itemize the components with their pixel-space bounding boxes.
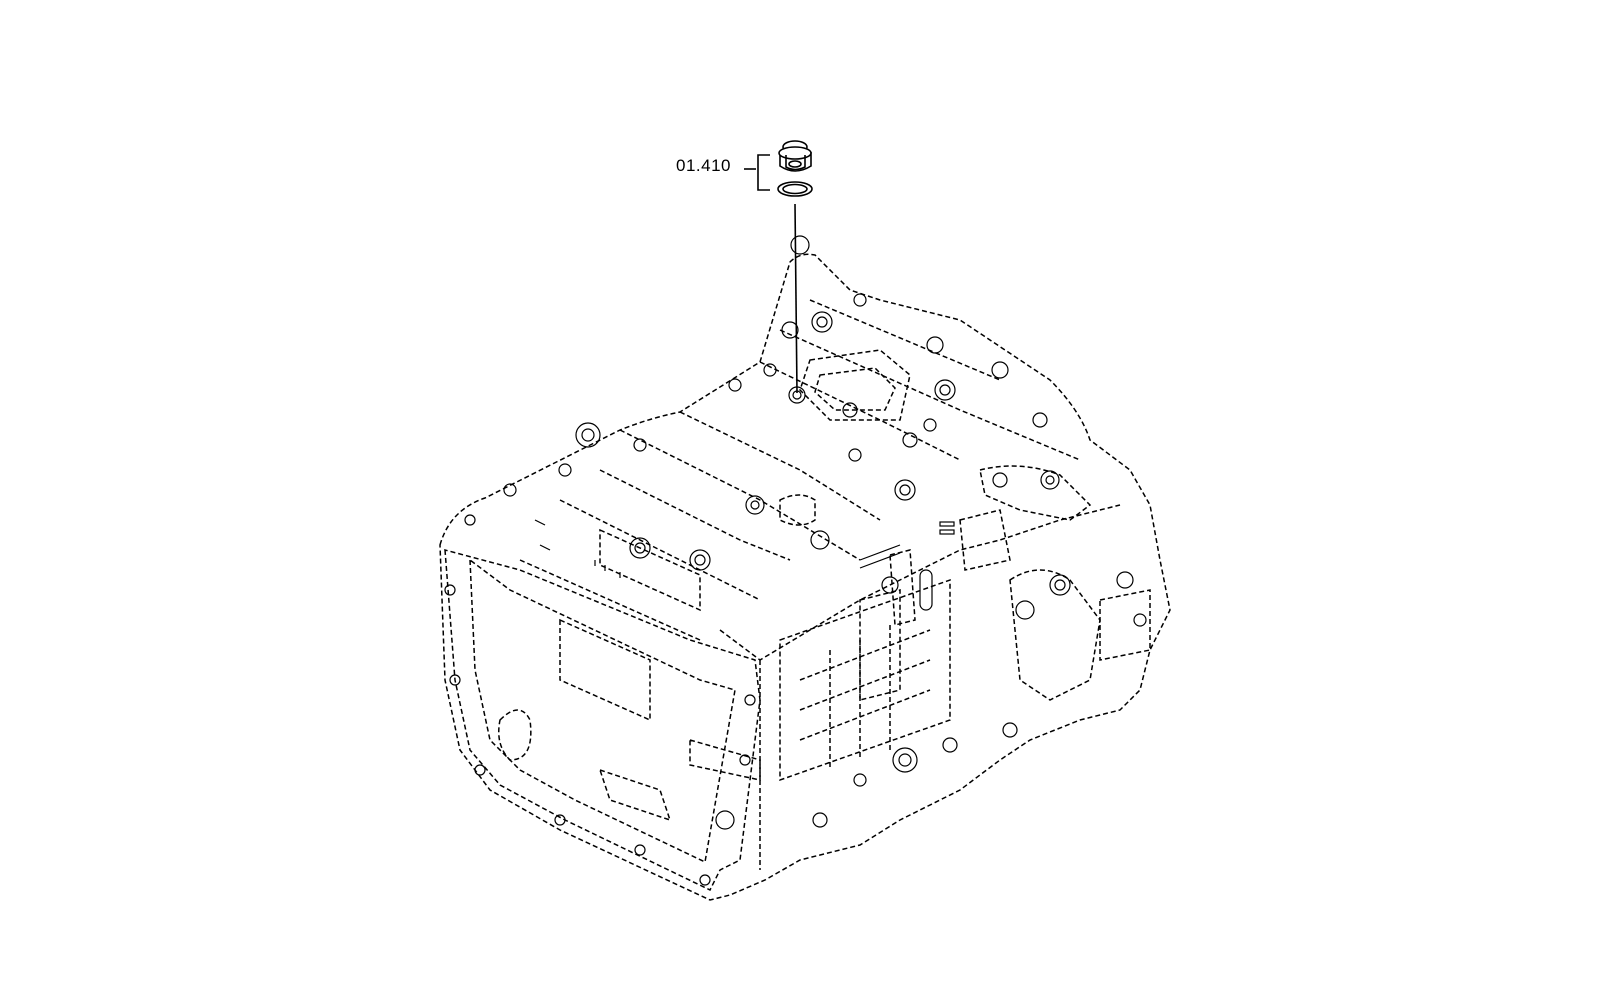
callout-bracket (744, 154, 770, 191)
part-number-label[interactable]: 01.410 (676, 156, 731, 175)
housing-cutouts (498, 349, 1151, 822)
seal-ring[interactable] (777, 181, 813, 197)
plug-screw[interactable] (778, 140, 812, 172)
leader-line (794, 203, 798, 394)
bolt-holes (444, 235, 1147, 886)
detail-marks (534, 519, 955, 611)
housing-outline (439, 253, 1171, 901)
